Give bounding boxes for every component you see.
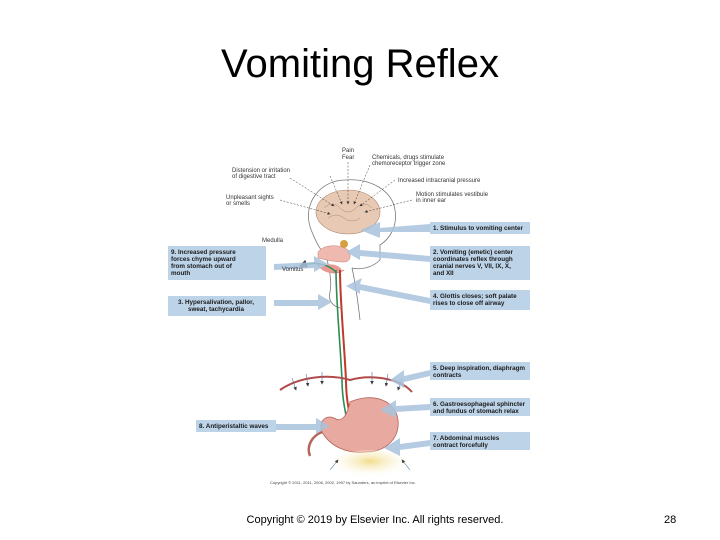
svg-text:cranial nerves V, VII, IX, X,: cranial nerves V, VII, IX, X, <box>433 263 511 270</box>
stimulus-sights-2: or smells <box>226 201 250 207</box>
svg-text:2. Vomiting (emetic) center: 2. Vomiting (emetic) center <box>433 249 514 256</box>
medulla-label: Medulla <box>262 238 284 244</box>
stimulus-motion: Motion stimulates vestibule <box>416 192 489 198</box>
svg-text:contract forcefully: contract forcefully <box>433 442 488 449</box>
svg-text:from stomach out of: from stomach out of <box>171 263 233 270</box>
step-box-5: 5. Deep inspiration, diaphragm contracts <box>430 362 530 380</box>
svg-text:forces chyme upward: forces chyme upward <box>171 256 236 263</box>
abdominal-arrows <box>329 459 411 471</box>
step-box-9: 9. Increased pressure forces chyme upwar… <box>168 246 266 280</box>
duodenum <box>307 430 323 457</box>
step-box-2: 2. Vomiting (emetic) center coordinates … <box>430 246 530 280</box>
svg-text:9. Increased pressure: 9. Increased pressure <box>171 249 236 256</box>
svg-text:sweat, tachycardia: sweat, tachycardia <box>188 306 244 313</box>
figure-copyright: Copyright © 2011, 2011, 2006, 2002, 1997… <box>270 480 416 485</box>
slide-title: Vomiting Reflex <box>221 42 499 86</box>
svg-text:mouth: mouth <box>171 270 190 277</box>
vomitus-label: Vomitus <box>282 267 303 273</box>
stomach <box>320 397 399 453</box>
step-box-7: 7. Abdominal muscles contract forcefully <box>430 432 530 450</box>
nasal-cavity <box>317 245 351 263</box>
svg-text:6. Gastroesophageal sphincter: 6. Gastroesophageal sphincter <box>433 401 526 408</box>
svg-text:3. Hypersalivation, pallor,: 3. Hypersalivation, pallor, <box>178 299 254 306</box>
svg-text:1. Stimulus to vomiting center: 1. Stimulus to vomiting center <box>433 225 523 232</box>
svg-text:rises to close off airway: rises to close off airway <box>433 300 505 307</box>
stimulus-intracranial: Increased intracranial pressure <box>398 178 481 184</box>
svg-text:and XII: and XII <box>433 270 454 277</box>
step-box-1: 1. Stimulus to vomiting center <box>430 222 530 234</box>
step-box-4: 4. Glottis closes; soft palate rises to … <box>430 290 530 310</box>
stimulus-chemicals: Chemicals, drugs stimulate <box>372 155 445 161</box>
stimulus-distension: Distension or irritation <box>232 168 290 174</box>
svg-text:7. Abdominal muscles: 7. Abdominal muscles <box>433 435 500 442</box>
page-number: 28 <box>664 514 677 526</box>
stimulus-fear: Fear <box>342 155 354 161</box>
svg-text:4. Glottis closes; soft palate: 4. Glottis closes; soft palate <box>433 293 517 300</box>
stimulus-distension-2: of digestive tract <box>232 174 276 180</box>
stimulus-pain: Pain <box>342 148 354 154</box>
svg-text:and fundus of stomach relax: and fundus of stomach relax <box>433 408 519 415</box>
svg-text:contracts: contracts <box>433 372 462 379</box>
stimulus-labels: Pain Fear Chemicals, drugs stimulate che… <box>226 148 489 273</box>
slide-footer: Copyright © 2019 by Elsevier Inc. All ri… <box>246 514 504 526</box>
step-box-6: 6. Gastroesophageal sphincter and fundus… <box>430 398 530 416</box>
diaphragm-arrows <box>291 372 403 391</box>
step-box-8: 8. Antiperistaltic waves <box>196 420 276 432</box>
svg-text:8. Antiperistaltic waves: 8. Antiperistaltic waves <box>199 423 269 430</box>
step-box-3: 3. Hypersalivation, pallor, sweat, tachy… <box>168 296 266 316</box>
vomiting-center <box>340 240 348 248</box>
stimulus-sights: Unpleasant sights <box>226 195 274 201</box>
stimulus-motion-2: in inner ear <box>416 198 446 204</box>
svg-text:5. Deep inspiration, diaphragm: 5. Deep inspiration, diaphragm <box>433 365 525 372</box>
connector-arrows <box>274 222 430 456</box>
stimulus-arrows <box>279 162 413 215</box>
stimulus-chemicals-2: chemoreceptor trigger zone <box>372 161 446 167</box>
svg-text:coordinates reflex through: coordinates reflex through <box>433 256 513 263</box>
abdominal-pool <box>332 450 408 478</box>
